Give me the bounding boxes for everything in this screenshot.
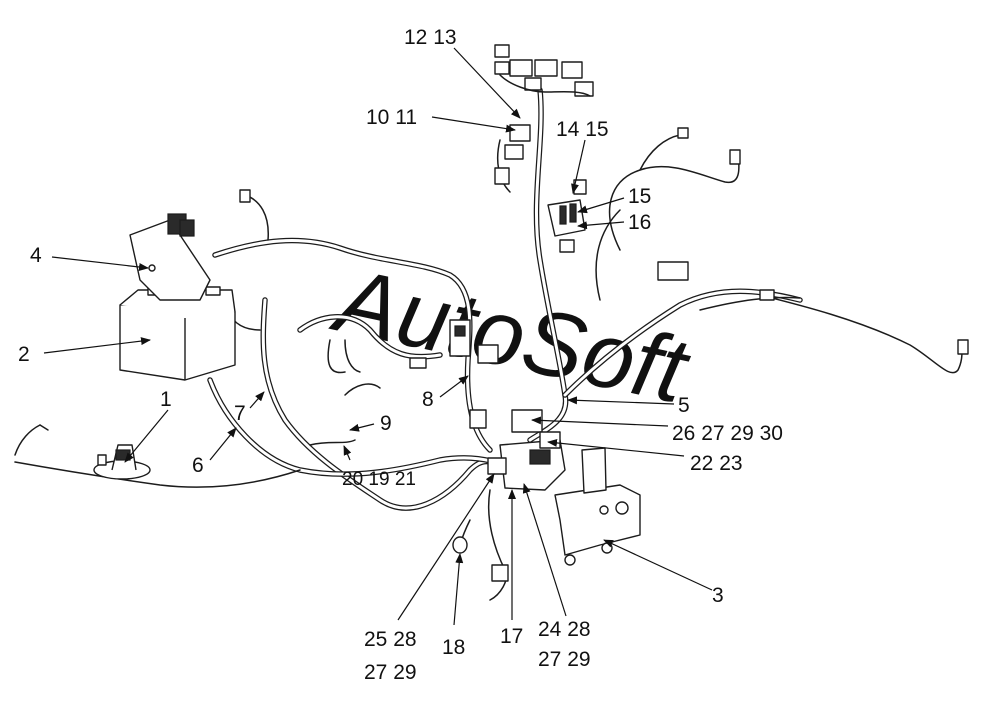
- upper-right-connector: [657, 127, 969, 355]
- battery-bracket: [129, 213, 211, 301]
- distribution-box: [469, 409, 566, 491]
- callout-16: 16: [628, 211, 651, 234]
- main-harness: [207, 87, 803, 511]
- watermark-text: AutoSoft: [324, 248, 699, 423]
- callout-27-29-left: 27 29: [364, 661, 417, 684]
- mounting-plate: [554, 447, 641, 566]
- callout-3: 3: [712, 584, 724, 607]
- callout-12-13: 12 13: [404, 26, 457, 49]
- relay-cluster: [494, 124, 531, 193]
- callout-17: 17: [500, 625, 523, 648]
- callout-22-23: 22 23: [690, 452, 743, 475]
- central-connector-block: [409, 319, 499, 369]
- small-parts: [239, 189, 509, 582]
- top-connector-cluster: [494, 44, 594, 97]
- callout-18: 18: [442, 636, 465, 659]
- callout-2: 2: [18, 343, 30, 366]
- battery: [119, 286, 236, 381]
- fuse-block: [547, 179, 587, 253]
- callout-5: 5: [678, 394, 690, 417]
- callout-24-28: 24 28: [538, 618, 591, 641]
- callout-20-19-21: 20 19 21: [342, 469, 416, 490]
- callout-1: 1: [160, 388, 172, 411]
- callout-8: 8: [422, 388, 434, 411]
- leader-lines: [43, 47, 713, 626]
- callout-26-27-29-30: 26 27 29 30: [672, 422, 783, 445]
- horn: [93, 444, 151, 480]
- branch-wires: [14, 134, 963, 601]
- callout-15: 15: [628, 185, 651, 208]
- callout-9: 9: [380, 412, 392, 435]
- callout-6: 6: [192, 454, 204, 477]
- callout-14-15: 14 15: [556, 118, 609, 141]
- callout-10-11: 10 11: [366, 106, 417, 129]
- callout-labels: 1 2 3 4 5 6 7 8 9 10 11 12 13 14 15 15 1…: [18, 26, 783, 684]
- callout-27-29-right: 27 29: [538, 648, 591, 671]
- callout-7: 7: [234, 402, 246, 425]
- callout-25-28: 25 28: [364, 628, 417, 651]
- callout-4: 4: [30, 244, 42, 267]
